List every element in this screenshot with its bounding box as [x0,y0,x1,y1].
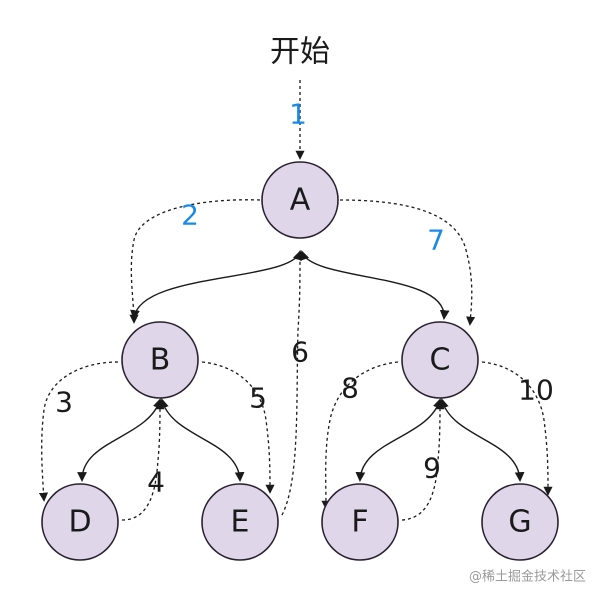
node-d: D [41,483,119,561]
node-b: B [121,321,199,399]
traversal-path-4 [121,400,165,521]
watermark: @稀土掘金技术社区 [469,569,586,585]
nodes-layer: A B C D E F G [41,161,559,561]
node-g: G [481,483,559,561]
step-label-9: 9 [423,452,441,485]
traversal-path-6 [281,250,305,516]
step-label-3: 3 [55,386,73,419]
start-label: 开始 [270,35,330,70]
node-label-a: A [290,183,311,218]
tree-edge-c-f [355,398,443,482]
node-f: F [321,483,399,561]
node-c: C [401,321,479,399]
node-circle-f [321,483,399,561]
traversal-path-3 [38,361,119,502]
node-label-f: F [351,505,368,540]
traversal-path-7 [339,199,476,326]
node-e: E [201,483,279,561]
step-label-10: 10 [518,374,554,407]
node-label-e: E [231,505,250,540]
node-label-b: B [150,343,171,378]
step-label-1: 1 [289,98,307,131]
step-label-5: 5 [249,382,267,415]
step-label-7: 7 [427,224,445,257]
node-label-d: D [68,505,91,540]
tree-edge-a-c [299,250,450,320]
node-label-g: G [508,505,531,540]
step-label-8: 8 [341,372,359,405]
tree-edge-b-d [77,398,163,482]
traversal-path-8 [321,361,399,510]
node-circle-b [121,321,199,399]
tree-edge-c-g [439,398,525,482]
node-circle-g [481,483,559,561]
steps-layer: 1 2 3 4 56 7 8 9 10 [55,98,554,499]
tree-edge-a-b [130,250,303,320]
node-a: A [261,161,339,239]
node-circle-a [261,161,339,239]
node-label-c: C [430,343,451,378]
step-label-6: 6 [291,336,309,369]
tree-edge-b-e [159,398,245,482]
node-circle-e [201,483,279,561]
node-circle-c [401,321,479,399]
node-circle-d [41,483,119,561]
step-label-4: 4 [147,466,165,499]
traversal-path-10 [481,361,553,496]
edges-layer [38,80,553,521]
traversal-path-9 [401,400,445,521]
step-label-2: 2 [181,199,199,232]
